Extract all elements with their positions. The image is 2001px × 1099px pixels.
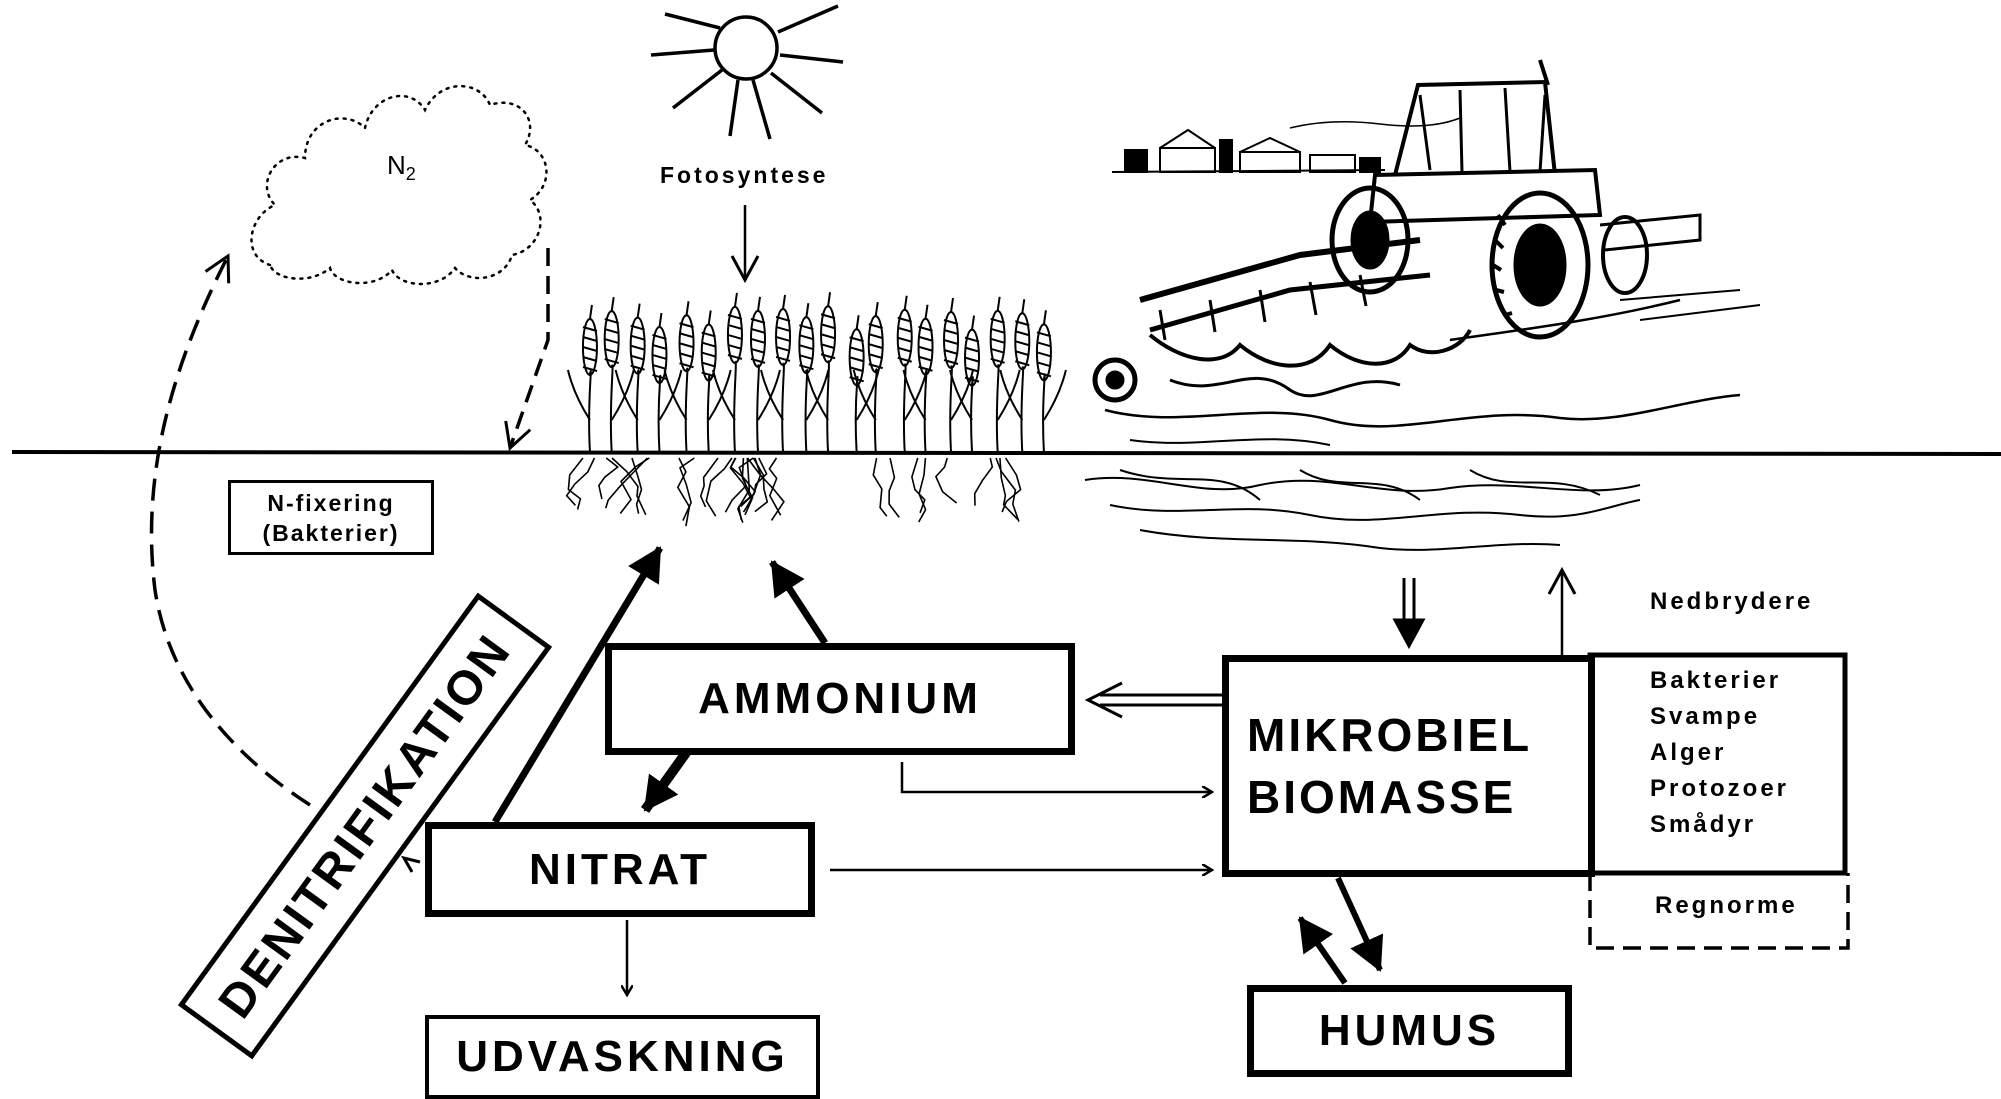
root — [936, 458, 957, 503]
humus-label: HUMUS — [1319, 1006, 1500, 1056]
decomposer-list: Bakterier Svampe Alger Protozoer Smådyr — [1650, 663, 1789, 843]
wheat-stalk — [659, 376, 661, 452]
photosynthesis-label: Fotosyntese — [660, 162, 828, 189]
ammonium-label: AMMONIUM — [698, 674, 982, 724]
root — [912, 458, 925, 513]
root — [873, 458, 887, 516]
decomposer-item: Smådyr — [1650, 807, 1789, 843]
wheat-stalk — [971, 377, 973, 452]
humus-to-biomass-arrow — [1300, 918, 1345, 983]
ammonium-to-plants-arrow — [772, 562, 825, 643]
wheat-stalk — [611, 365, 613, 452]
wheat-stalk — [805, 370, 807, 452]
wheat-stalk — [997, 365, 999, 452]
n-fixation-arrow — [510, 248, 548, 448]
microbial-label-line1: MIKROBIEL — [1247, 704, 1532, 766]
wheat-stalk — [1043, 374, 1045, 452]
wheat-stalk — [1021, 367, 1023, 452]
wheat-crop-icon — [568, 292, 1066, 452]
ground-line — [12, 452, 2001, 454]
ammonium-box: AMMONIUM — [605, 643, 1075, 755]
wheat-stalk — [925, 371, 927, 452]
wheat-stalk — [856, 377, 858, 452]
wheat-stalk — [734, 362, 736, 452]
wheat-stalk — [589, 371, 591, 452]
root — [606, 458, 648, 508]
n2-label: N2 — [387, 150, 416, 185]
root — [889, 458, 899, 517]
plough-to-biomass-arrow — [1395, 578, 1423, 646]
decomposer-item: Protozoer — [1650, 771, 1789, 807]
ammonium-to-biomass-arrow — [902, 762, 1212, 792]
n-fixation-line2: (Bakterier) — [231, 518, 431, 548]
wheat-stalk — [637, 370, 639, 452]
tractor-plough-icon — [1085, 60, 1760, 550]
root — [996, 458, 1019, 522]
leaching-box: UDVASKNING — [425, 1015, 820, 1099]
decomposer-item: Bakterier — [1650, 663, 1789, 699]
wheat-stalk — [686, 369, 688, 452]
root — [701, 458, 718, 507]
wheat-stalk — [782, 364, 784, 452]
microbial-label-line2: BIOMASSE — [1247, 766, 1532, 828]
microbial-biomass-box: MIKROBIEL BIOMASSE — [1222, 655, 1595, 877]
nitrate-label: NITRAT — [529, 845, 711, 895]
wheat-stalk — [757, 365, 759, 452]
decomposer-item: Alger — [1650, 735, 1789, 771]
biomass-to-humus-arrow — [1338, 878, 1380, 970]
leaching-label: UDVASKNING — [456, 1032, 789, 1082]
root — [975, 458, 993, 506]
n2-text: N — [387, 150, 406, 180]
wheat-stalk — [875, 369, 877, 452]
decomposers-title: Nedbrydere — [1650, 588, 1813, 616]
small-arrow-tick — [404, 858, 420, 872]
decomposer-item: Svampe — [1650, 699, 1789, 735]
n-fixation-line1: N-fixering — [231, 488, 431, 518]
earthworms-label: Regnorme — [1655, 892, 1798, 920]
biomass-to-ammonium-arrow — [1088, 683, 1225, 717]
nitrate-box: NITRAT — [425, 822, 815, 917]
humus-box: HUMUS — [1247, 985, 1572, 1077]
roots-icon — [567, 458, 1021, 526]
root — [680, 458, 694, 521]
n-fixation-box: N-fixering (Bakterier) — [228, 480, 434, 555]
wheat-stalk — [708, 374, 710, 452]
n2-subscript: 2 — [406, 164, 416, 184]
ammonium-to-nitrate-arrow — [645, 750, 688, 810]
sun-icon — [651, 6, 843, 139]
